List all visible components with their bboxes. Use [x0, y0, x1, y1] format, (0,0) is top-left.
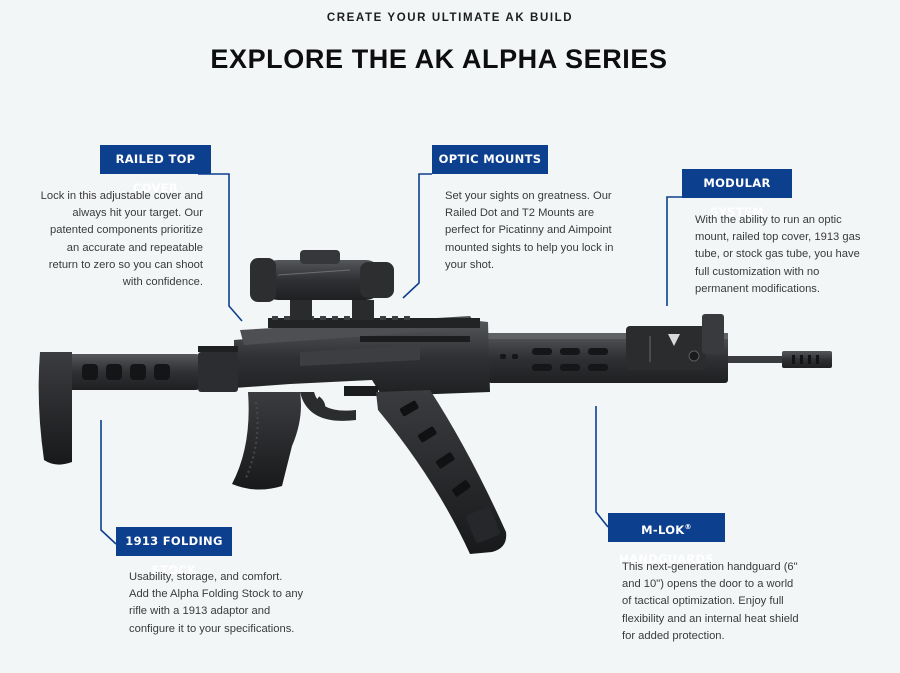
- trigger-group: [300, 392, 356, 421]
- callout-top-cover-label[interactable]: RAILED TOP COVER: [100, 145, 211, 195]
- leader-handguards: [595, 406, 609, 528]
- callout-stock-label[interactable]: 1913 FOLDING STOCK: [116, 527, 232, 577]
- magazine: [376, 390, 507, 554]
- weapon-light: [626, 314, 724, 370]
- section-kicker: CREATE YOUR ULTIMATE AK BUILD: [326, 12, 574, 24]
- callout-handguards-description: This next-generation handguard (6" and 1…: [622, 561, 799, 642]
- callout-modular-label[interactable]: MODULAR SYSTEM: [682, 169, 792, 219]
- leader-modular: [666, 196, 682, 306]
- handguards-label-suffix: HANDGUARDS: [619, 552, 714, 566]
- optic-scope: [250, 250, 394, 302]
- callout-handguards-label[interactable]: M-LOK® HANDGUARDS: [608, 513, 725, 566]
- leader-top-cover: [198, 173, 243, 322]
- callout-optic-mounts-label[interactable]: OPTIC MOUNTS: [432, 145, 548, 174]
- handguards-label-main: M-LOK: [641, 523, 685, 537]
- leader-stock: [100, 420, 117, 545]
- pistol-grip: [232, 392, 301, 490]
- callout-optic-mounts-description: Set your sights on greatness. Our Railed…: [445, 190, 614, 271]
- callout-stock-description: Usability, storage, and comfort. Add the…: [129, 571, 304, 635]
- folding-stock: [38, 346, 238, 465]
- leader-optic-mounts: [402, 173, 432, 299]
- callout-top-cover-description: Lock in this adjustable cover and always…: [40, 190, 203, 289]
- registered-mark: ®: [684, 523, 692, 531]
- barrel: [722, 351, 832, 368]
- top-cover-rail: [268, 300, 480, 328]
- callout-modular-description: With the ability to run an optic mount, …: [695, 214, 861, 295]
- page-title: EXPLORE THE AK ALPHA SERIES: [210, 44, 668, 74]
